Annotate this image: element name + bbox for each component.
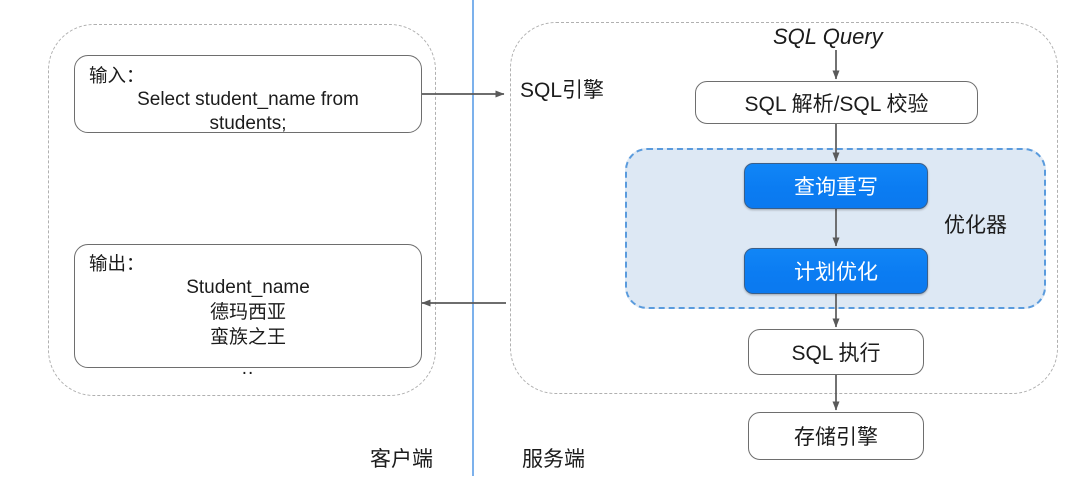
client-zone-container xyxy=(48,24,436,396)
client-server-divider xyxy=(472,0,475,476)
output-row-1: 德玛西亚 xyxy=(209,302,286,324)
output-row-header: Student_name xyxy=(186,277,310,299)
output-row-ellipsis: .. xyxy=(241,357,255,379)
input-query-line-1: Select student_name from xyxy=(137,88,359,110)
sql-execute-box: SQL 执行 xyxy=(748,329,924,375)
output-label: 输出： xyxy=(89,253,145,274)
output-result-box: 输出： Student_name 德玛西亚 蛮族之王 .. xyxy=(74,244,422,379)
optimizer-label: 优化器 xyxy=(944,214,1007,237)
client-zone-label: 客户端 xyxy=(370,448,433,471)
server-zone-container xyxy=(510,22,1058,394)
input-label: 输入： xyxy=(89,65,145,86)
input-query-line-2: students; xyxy=(209,113,287,134)
output-row-2: 蛮族之王 xyxy=(209,327,286,349)
plan-optimize-box[interactable]: 计划优化 xyxy=(744,248,928,294)
query-rewrite-box[interactable]: 查询重写 xyxy=(744,163,928,209)
storage-engine-box: 存储引擎 xyxy=(748,412,924,460)
server-zone-label: 服务端 xyxy=(522,448,585,471)
sql-engine-label: SQL引擎 xyxy=(520,79,605,102)
input-query-box: 输入： Select student_name from students; xyxy=(74,55,422,134)
sql-query-title: SQL Query xyxy=(773,24,883,49)
sql-parse-validate-box: SQL 解析/SQL 校验 xyxy=(695,81,978,124)
